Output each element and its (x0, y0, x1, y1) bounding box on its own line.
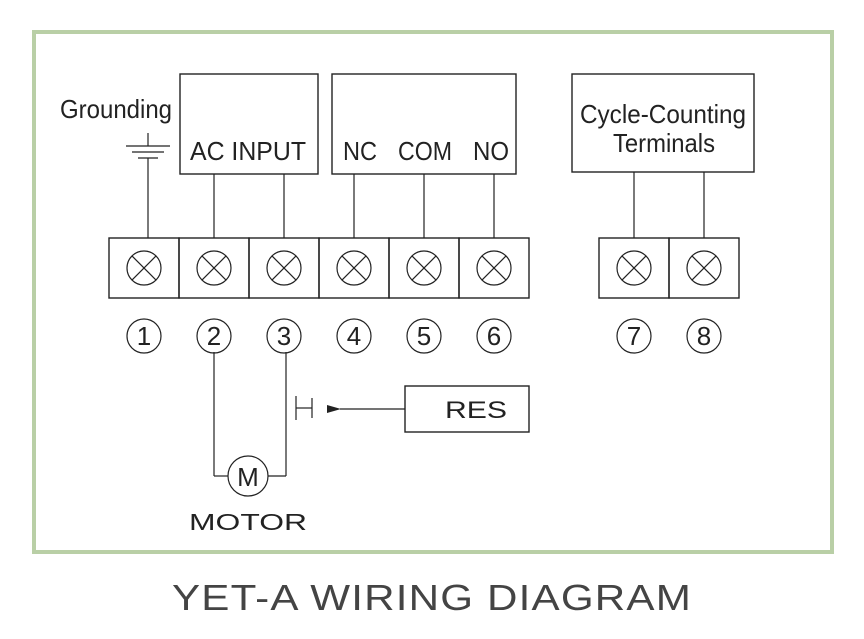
screw-terminal-icon (406, 250, 442, 286)
terminal-number-circle (336, 318, 372, 354)
screw-terminal-icon (476, 250, 512, 286)
terminal-number: 4 (347, 321, 361, 351)
terminal-strip: 1 2 3 4 5 6 7 8 (108, 237, 740, 354)
terminal-cell (458, 237, 530, 299)
terminal-number: 2 (207, 321, 221, 351)
terminal-number: 7 (627, 321, 641, 351)
terminal-number-circle (406, 318, 442, 354)
no-label: NO (473, 136, 509, 166)
diagram-title: YET-A WIRING DIAGRAM (172, 577, 692, 618)
switch-contact-icon (285, 396, 313, 420)
ground-symbol-icon (126, 133, 170, 238)
com-label: COM (398, 136, 452, 166)
cycle-counting-label-line1: Cycle-Counting (580, 99, 746, 129)
terminal-cell (668, 237, 740, 299)
cycle-counting-label-line2: Terminals (613, 128, 715, 158)
screw-terminal-icon (336, 250, 372, 286)
diagram-frame (32, 30, 834, 554)
terminal-3: 3 (248, 237, 320, 354)
terminal-number: 1 (137, 321, 151, 351)
terminal-5: 5 (388, 237, 460, 354)
motor-label: MOTOR (189, 509, 307, 535)
screw-terminal-icon (126, 250, 162, 286)
terminal-number: 8 (697, 321, 711, 351)
terminal-1: 1 (108, 237, 180, 354)
nc-label: NC (343, 136, 377, 166)
terminal-number: 5 (417, 321, 431, 351)
terminal-number-circle (476, 318, 512, 354)
terminal-6: 6 (458, 237, 530, 354)
screw-terminal-icon (616, 250, 652, 286)
screw-terminal-icon (686, 250, 722, 286)
ac-input-label: AC INPUT (190, 136, 306, 166)
screw-terminal-icon (266, 250, 302, 286)
terminal-number-circle (126, 318, 162, 354)
terminal-number-circle (686, 318, 722, 354)
res-label: RES (445, 397, 507, 424)
motor-symbol (227, 455, 269, 497)
terminal-4: 4 (318, 237, 390, 354)
screw-terminal-icon (196, 250, 232, 286)
motor-circuit (213, 352, 313, 477)
ac-input-box (179, 73, 319, 175)
grounding-label: Grounding (60, 94, 172, 124)
terminal-number: 3 (277, 321, 291, 351)
terminal-number-circle (266, 318, 302, 354)
terminal-8: 8 (668, 237, 740, 354)
motor-symbol-label: M (237, 462, 259, 492)
terminal-number-circle (616, 318, 652, 354)
terminal-number: 6 (487, 321, 501, 351)
cycle-counting-box (571, 73, 755, 173)
